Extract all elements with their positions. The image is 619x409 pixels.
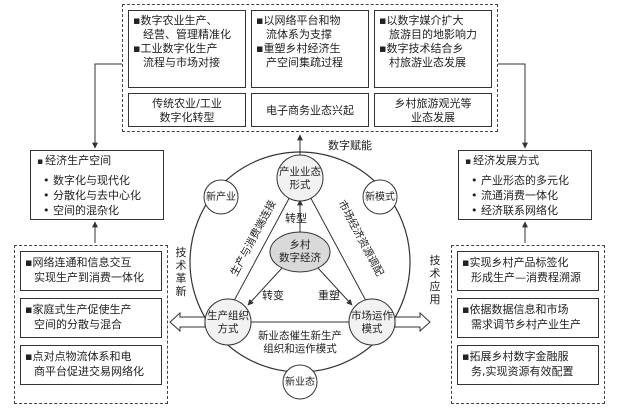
top-col2-item-1b: 流体系为支撑 [266,28,332,41]
top-col1-items: ▪数字农业生产、 经营、管理精准化 ▪工业数字化生产 流程与市场对接 [128,10,246,88]
label-reshape: 重塑 [318,289,340,302]
label-new-industry: 新产业 [206,192,236,203]
label-industry-form: 产业业态形式 [279,166,321,191]
label-bottom-text: 新业态催生新生产 组织和运作模式 [258,330,342,355]
left-bottom-box-1: ▪网络连通和信息交互 实现生产到消费一体化 [20,251,162,291]
top-col3-item-1: ▪以数字媒介扩大 [379,14,464,27]
left-space-box: 经济生产空间 • 数字化与现代化 • 分散化与去中心化 • 空间的混杂化 [30,150,164,220]
node-center [269,231,331,273]
label-tech-application: 技 术 应 用 [429,254,441,306]
label-production-org: 生产组织方式 [207,310,249,335]
left-bottom-box-2: ▪家庭式生产促使生产 空间的分散与混合 [20,298,162,338]
edge-center-left [247,267,283,306]
top-col1-bottom: 传统农业/工业 数字化转型 [128,93,246,127]
top-dashed-block [122,4,498,132]
right-space-item-2: • 流通消费一体化 [471,189,558,202]
arrow-top-to-right [498,63,528,149]
node-new-mode [362,179,398,215]
top-col1-item-1: ▪数字农业生产、 [133,14,218,27]
edge-center-right [317,267,353,306]
left-space-item-2: • 分散化与去中心化 [43,189,141,202]
right-space-title: 经济发展方式 [465,154,585,169]
node-new-industry [203,179,239,215]
label-center: 乡村数字经济 [279,239,321,264]
label-digital-empower: 数字赋能 [328,139,372,152]
left-bottom-dashed [14,245,168,404]
top-col3-item-2b: 村旅游业态发展 [389,56,466,69]
right-bottom-box-2: ▪依据数据信息和市场 需求调节乡村产业生产 [457,298,599,338]
fat-arrow-right [394,311,431,333]
left-space-title: 经济生产空间 [37,154,157,169]
top-col2-bottom: 电子商务业态兴起 [251,93,369,127]
fat-arrow-left [169,311,206,333]
edge-top-right [299,177,373,313]
right-space-item-1: • 产业形态的多元化 [471,174,569,187]
arrow-top-to-left [92,63,122,149]
label-transform2: 转变 [262,289,284,302]
right-bottom-box-1: ▪实现乡村产品标签化 形成生产—消费程溯源 [457,251,599,291]
edge-top-left [227,177,301,313]
label-transform1: 转型 [285,212,307,225]
top-col2-item-1: ▪以网络平台和物 [256,14,341,27]
top-col2-items: ▪以网络平台和物 流体系为支撑 ▪重塑乡村经济生 产空间集疏过程 [251,10,369,88]
top-col3-item-1b: 旅游目的地影响力 [389,28,477,41]
left-space-item-1: • 数字化与现代化 [43,174,130,187]
left-bottom-box-3: ▪点对点物流体系和电 商平台促进交易网络化 [20,345,162,385]
top-col2-item-2b: 产空间集疏过程 [266,56,343,69]
top-col3-item-2: ▪数字技术结合乡 [379,42,464,55]
right-bottom-box-3: ▪拓展乡村数字金融服 务,实现资源有效配置 [457,345,599,385]
top-col3-items: ▪以数字媒介扩大 旅游目的地影响力 ▪数字技术结合乡 村旅游业态发展 [374,10,492,88]
label-market-operation: 市场运作模式 [351,310,393,335]
right-bottom-dashed [451,245,605,404]
right-space-box: 经济发展方式 • 产业形态的多元化 • 流通消费一体化 • 经济联系网络化 [458,150,592,220]
top-col1-item-2b: 流程与市场对接 [143,56,220,69]
label-new-mode: 新模式 [365,192,395,203]
top-col3-bottom: 乡村旅游观光等 业态发展 [374,93,492,127]
left-space-item-3: • 空间的混杂化 [43,204,119,217]
top-col1-item-2: ▪工业数字化生产 [133,42,218,55]
label-new-form: 新业态 [285,377,315,388]
right-space-item-3: • 经济联系网络化 [471,204,558,217]
node-new-form [282,364,318,400]
top-col2-item-2: ▪重塑乡村经济生 [256,42,341,55]
top-col1-item-1b: 经营、管理精准化 [143,28,231,41]
label-tech-innovation: 技 术 革 新 [175,246,187,298]
